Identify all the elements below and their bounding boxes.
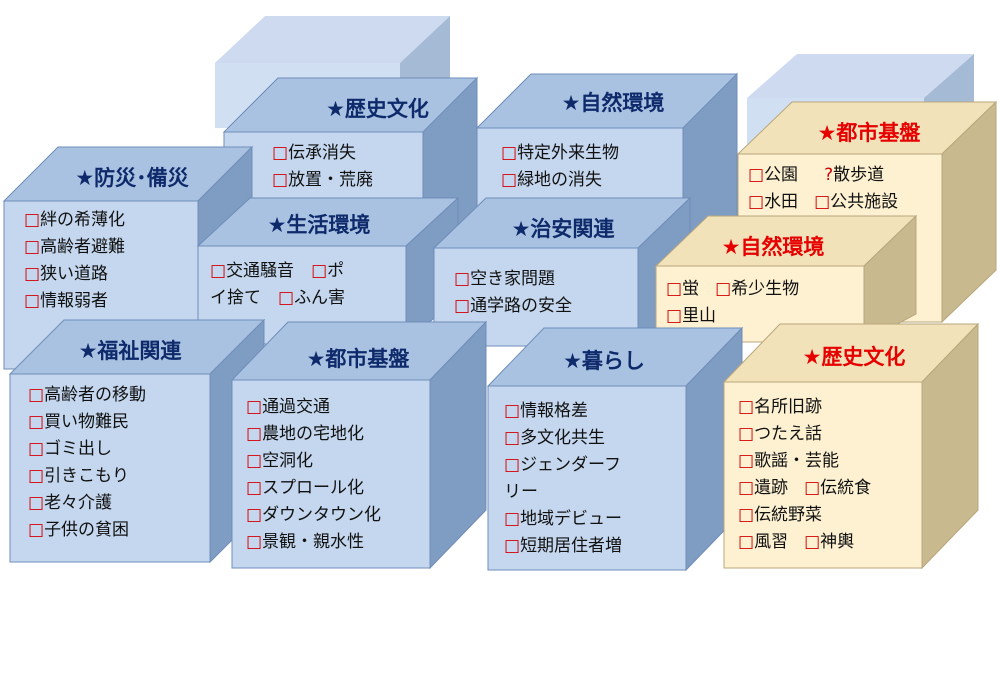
list-item: □特定外来生物 <box>501 143 620 163</box>
cube-title: ★歴史文化 <box>802 345 906 369</box>
cube-body: □伝承消失 □放置・荒廃 <box>264 136 444 194</box>
cube-title: ★自然環境 <box>721 235 825 259</box>
list-item: □農地の宅地化 <box>246 424 365 444</box>
list-item: ?散歩道 <box>824 165 885 185</box>
cube-body: □公園 ?散歩道 □水田 □公共施設 <box>740 158 950 216</box>
list-item: □老々介護 <box>28 493 113 513</box>
cube-title: ★暮らし <box>563 349 645 373</box>
cube-title: ★歴史文化 <box>326 97 429 121</box>
list-item: □神輿 <box>804 532 855 552</box>
list-item: □短期居住者増 <box>504 536 623 556</box>
list-item: □ジェンダーフ <box>504 455 622 475</box>
list-item: □ゴミ出し <box>28 439 113 459</box>
list-item: □通過交通 <box>246 397 331 417</box>
cube-body: □特定外来生物 □緑地の消失 <box>493 136 683 194</box>
list-row: □蛍 □希少生物 <box>666 276 858 303</box>
cube-body: □空き家問題 □通学路の安全 <box>446 262 636 320</box>
list-item: □ダウンタウン化 <box>246 505 382 525</box>
list-item: □スプロール化 <box>246 478 365 498</box>
cube-title: ★都市基盤 <box>817 121 921 145</box>
list-row: □公園 ?散歩道 <box>748 162 944 189</box>
list-item: □風習 <box>738 532 789 552</box>
list-item: □景観・親水性 <box>246 532 365 552</box>
list-item: □水田 <box>748 192 799 212</box>
list-row: □遺跡 □伝統食 <box>738 475 916 502</box>
list-item: □伝承消失 <box>272 143 357 163</box>
cube-body: □絆の希薄化 □高齢者避難 □狭い道路 □情報弱者 <box>16 203 196 315</box>
cube-body: □蛍 □希少生物 □里山 <box>658 272 864 330</box>
list-item: □緑地の消失 <box>501 170 603 190</box>
list-item: □伝統食 <box>804 478 872 498</box>
cube-title: ★防災･備災 <box>75 166 189 190</box>
list-item: □多文化共生 <box>504 428 606 448</box>
cube-body: □通過交通 □農地の宅地化 □空洞化 □スプロール化 □ダウンタウン化 □景観・… <box>238 390 430 556</box>
list-item: □遺跡 <box>738 478 789 498</box>
list-item: □情報弱者 <box>24 291 109 311</box>
list-item: □空洞化 <box>246 451 314 471</box>
list-item: □高齢者避難 <box>24 237 126 257</box>
list-item: □狭い道路 <box>24 264 109 284</box>
cube-shape <box>722 322 980 570</box>
list-item: イ捨て □ふん害 <box>210 288 346 308</box>
list-item: □地域デビュー <box>504 509 623 529</box>
list-item: □子供の貧困 <box>28 520 130 540</box>
list-item: □放置・荒廃 <box>272 170 374 190</box>
list-item: □引きこもり <box>28 466 130 486</box>
question-mark: ? <box>824 165 834 185</box>
cube-body: □交通騒音 □ポ イ捨て □ふん害 <box>202 254 406 312</box>
cube-body: □情報格差 □多文化共生 □ジェンダーフ リー □地域デビュー □短期居住者増 <box>496 394 686 560</box>
list-item: □公園 <box>748 165 799 185</box>
cube-body: □名所旧跡 □つたえ話 □歌謡・芸能 □遺跡 □伝統食 □伝統野菜 □風習 □神… <box>730 390 922 556</box>
list-item: □つたえ話 <box>738 424 823 444</box>
cube-title: ★都市基盤 <box>306 347 410 371</box>
list-item: □蛍 <box>666 279 700 299</box>
list-item: □通学路の安全 <box>454 296 573 316</box>
list-item: リー <box>504 482 538 502</box>
list-item: □交通騒音 □ポ <box>210 261 345 281</box>
list-item: □絆の希薄化 <box>24 210 126 230</box>
list-item: □高齢者の移動 <box>28 385 147 405</box>
cube-shape <box>230 320 488 570</box>
list-item: □公共施設 <box>814 192 899 212</box>
list-item: □空き家問題 <box>454 269 556 289</box>
list-row: □水田 □公共施設 <box>748 189 944 216</box>
list-item: □情報格差 <box>504 401 589 421</box>
list-item: □買い物難民 <box>28 412 130 432</box>
cube-title: ★治安関連 <box>511 217 615 241</box>
cube-title: ★生活環境 <box>267 213 371 237</box>
cube-body: □高齢者の移動 □買い物難民 □ゴミ出し □引きこもり □老々介護 □子供の貧困 <box>20 378 210 544</box>
list-row: □風習 □神輿 <box>738 529 916 556</box>
list-item: □名所旧跡 <box>738 397 823 417</box>
list-item: □里山 <box>666 306 717 326</box>
list-item: □希少生物 <box>715 279 800 299</box>
list-item: □歌謡・芸能 <box>738 451 840 471</box>
cube-title: ★福祉関連 <box>78 339 182 363</box>
cube-title: ★自然環境 <box>561 91 665 115</box>
cube-shape <box>654 214 918 343</box>
list-item: □伝統野菜 <box>738 505 823 525</box>
